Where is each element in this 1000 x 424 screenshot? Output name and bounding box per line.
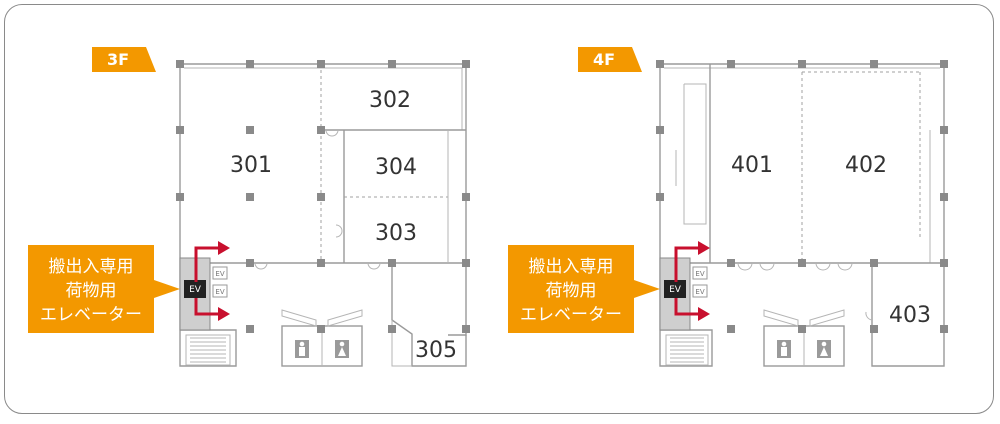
elevator-icon xyxy=(184,280,206,298)
room-402: 402 xyxy=(845,153,887,178)
svg-text:EV: EV xyxy=(669,285,682,295)
floor-4f: 4F xyxy=(508,47,948,367)
room-301: 301 xyxy=(230,153,272,178)
stairs-icon xyxy=(665,334,709,366)
floor-label: 4F xyxy=(593,50,615,69)
svg-text:エレベーター: エレベーター xyxy=(40,305,142,325)
room-304: 304 xyxy=(375,155,417,180)
room-403: 403 xyxy=(889,303,931,328)
arrow-icon xyxy=(194,241,230,321)
room-401: 401 xyxy=(731,153,773,178)
svg-text:搬出入専用: 搬出入専用 xyxy=(529,257,614,277)
svg-text:エレベーター: エレベーター xyxy=(520,305,622,325)
floor-label: 3F xyxy=(107,50,129,69)
svg-text:EV: EV xyxy=(215,270,224,278)
svg-text:EV: EV xyxy=(215,288,224,296)
svg-text:荷物用: 荷物用 xyxy=(66,281,117,301)
room-302: 302 xyxy=(369,88,411,113)
svg-text:EV: EV xyxy=(189,285,202,295)
structural-columns xyxy=(656,60,948,333)
room-305: 305 xyxy=(415,338,457,363)
freight-elevator-callout: 搬出入専用 荷物用 エレベーター xyxy=(28,245,180,333)
floor-3f: 3F xyxy=(28,47,470,367)
outer-wall xyxy=(659,63,945,367)
svg-text:搬出入専用: 搬出入専用 xyxy=(49,257,134,277)
room-303: 303 xyxy=(375,221,417,246)
floor-label-tag xyxy=(578,47,642,72)
arrow-icon xyxy=(674,241,710,321)
elevator-icon xyxy=(664,280,686,298)
svg-text:EV: EV xyxy=(695,288,704,296)
freight-elevator-callout: 搬出入専用 荷物用 エレベーター xyxy=(508,245,660,333)
structural-columns xyxy=(176,60,470,333)
svg-text:荷物用: 荷物用 xyxy=(546,281,597,301)
floor-label-tag xyxy=(92,47,156,72)
svg-text:EV: EV xyxy=(695,270,704,278)
stairs-icon xyxy=(185,334,231,366)
